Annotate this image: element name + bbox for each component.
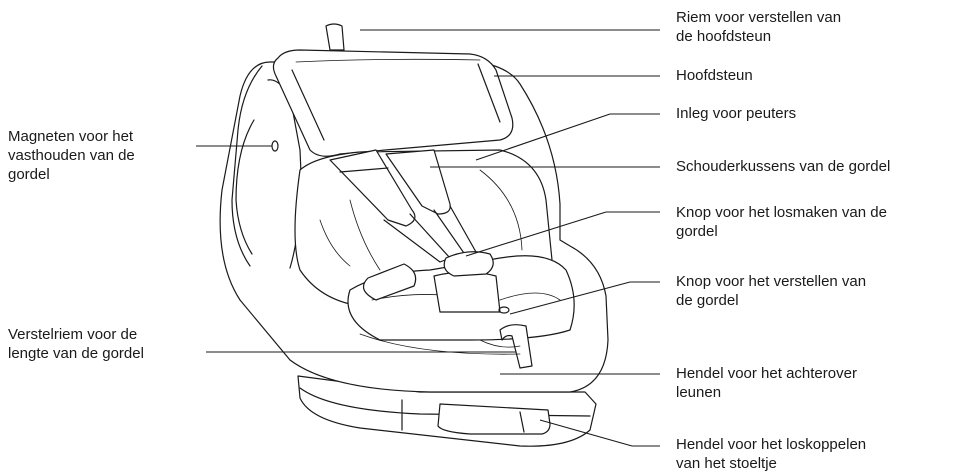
label-release-lever: Hendel voor het loskoppelen van het stoe… xyxy=(676,435,866,473)
crotch-pad xyxy=(434,272,500,312)
label-magnets: Magneten voor het vasthouden van de gord… xyxy=(8,127,135,184)
label-infant-insert: Inleg voor peuters xyxy=(676,104,796,123)
label-harness-adjust: Knop voor het verstellen van de gordel xyxy=(676,272,866,310)
label-headrest-strap: Riem voor verstellen van de hoofdsteun xyxy=(676,8,841,46)
label-headrest: Hoofdsteun xyxy=(676,66,753,85)
label-recline-lever: Hendel voor het achterover leunen xyxy=(676,364,857,402)
headrest-strap xyxy=(326,24,344,50)
label-buckle-release: Knop voor het losmaken van de gordel xyxy=(676,203,887,241)
label-strap-length: Verstelriem voor de lengte van de gordel xyxy=(8,325,144,363)
label-shoulder-pads: Schouderkussens van de gordel xyxy=(676,157,890,176)
headrest xyxy=(273,50,512,156)
car-seat-illustration xyxy=(220,24,608,446)
